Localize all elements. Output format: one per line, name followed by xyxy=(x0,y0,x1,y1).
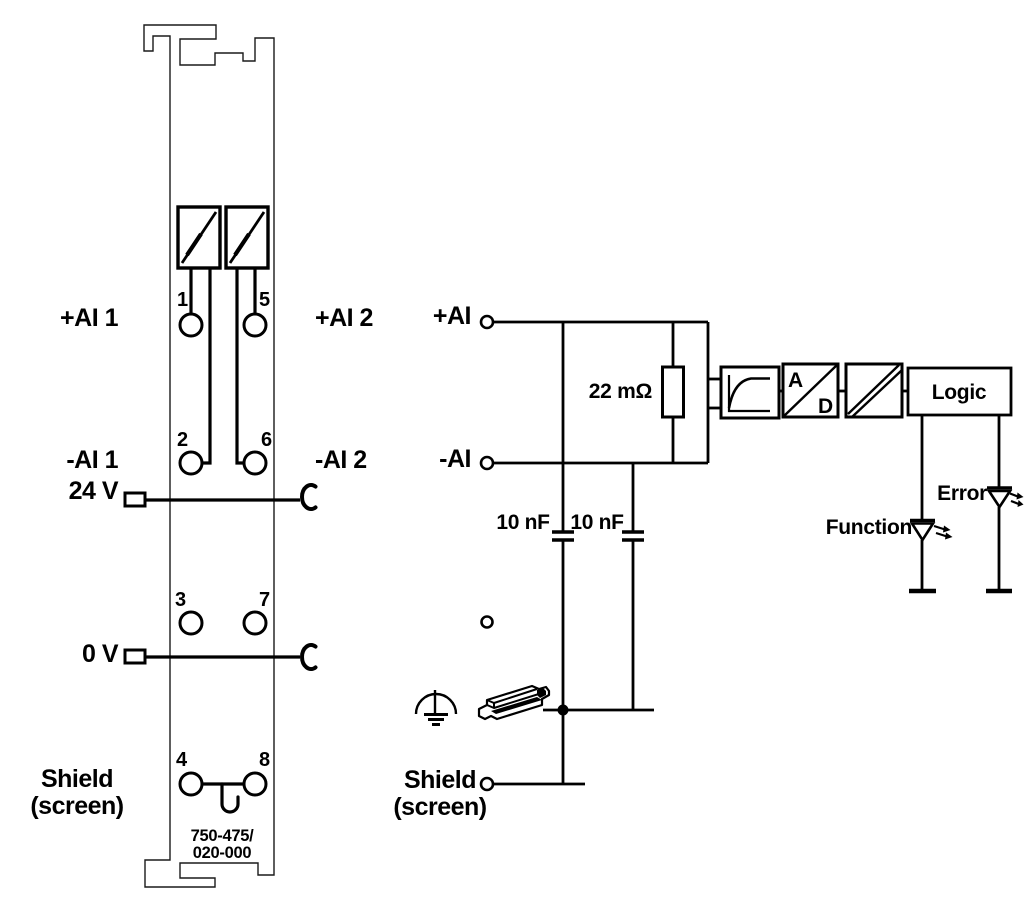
shield-bridge xyxy=(202,782,244,814)
label-cap1: 10 nF xyxy=(496,511,550,534)
label-shield-right-sub: (screen) xyxy=(393,793,486,821)
terminal-circles xyxy=(178,312,268,797)
isolation-symbol-2 xyxy=(224,205,270,270)
shield-clamp-hook-icon xyxy=(220,782,240,814)
capacitor-2 xyxy=(622,530,644,542)
label-shield-right: Shield xyxy=(404,766,476,794)
power-jumper-contact-0v xyxy=(300,643,318,671)
isolation-symbol-1 xyxy=(176,205,222,270)
label-ai2-minus: -AI 2 xyxy=(315,446,367,474)
capacitor-1 xyxy=(552,530,574,542)
plug-24v xyxy=(123,491,147,508)
power-jumper-contact-24v xyxy=(300,483,318,511)
label-shunt: 22 mΩ xyxy=(589,380,652,403)
shield-terminal xyxy=(479,776,495,792)
ground-icon xyxy=(414,690,458,726)
label-ai-minus: -AI xyxy=(439,445,471,473)
terminal-circle-5 xyxy=(242,312,268,338)
module-internal-wires xyxy=(189,268,257,465)
internal-schematic: A D Logic xyxy=(393,302,1024,821)
filter-block xyxy=(719,365,781,420)
label-shield-left-sub: (screen) xyxy=(30,792,123,820)
function-led-icon xyxy=(909,518,953,543)
wire-24v xyxy=(123,483,318,511)
unused-terminal xyxy=(480,615,494,629)
error-led-icon xyxy=(986,486,1024,510)
terminal-number-2: 2 xyxy=(177,429,188,451)
plug-0v xyxy=(123,648,147,665)
label-ai1-minus: -AI 1 xyxy=(66,446,118,474)
label-ai1-plus: +AI 1 xyxy=(60,304,119,332)
terminal-number-8: 8 xyxy=(259,749,270,771)
label-0v: 0 V xyxy=(82,640,119,668)
terminal-circle-1 xyxy=(178,312,204,338)
terminal-number-1: 1 xyxy=(177,289,188,311)
terminal-circle-8 xyxy=(242,771,268,797)
wire-0v xyxy=(123,643,318,671)
adc-label-a: A xyxy=(788,369,803,392)
terminal-number-4: 4 xyxy=(176,749,188,771)
terminal-circle-3 xyxy=(178,610,204,636)
ai-plus-terminal xyxy=(479,314,495,330)
label-shield-left: Shield xyxy=(41,765,113,793)
ai-minus-terminal xyxy=(479,455,495,471)
din-rail-icon xyxy=(477,684,551,721)
io-module: 1 5 2 6 3 7 4 8 +AI 1 +AI 2 -AI 1 -AI 2 … xyxy=(30,24,373,888)
label-error: Error xyxy=(937,482,987,505)
junction-dot xyxy=(557,704,569,716)
logic-label: Logic xyxy=(932,381,987,404)
shunt-resistor xyxy=(661,365,685,419)
terminal-circle-7 xyxy=(242,610,268,636)
terminal-number-3: 3 xyxy=(175,589,186,611)
label-part-number-2: 020-000 xyxy=(193,844,252,862)
terminal-circle-2 xyxy=(178,450,204,476)
terminal-number-6: 6 xyxy=(261,429,272,451)
isolation-block xyxy=(844,362,904,419)
label-part-number-1: 750-475/ xyxy=(191,827,254,845)
filter-curve-icon xyxy=(727,375,770,413)
label-ai2-plus: +AI 2 xyxy=(315,304,373,332)
label-function: Function xyxy=(826,516,912,539)
terminal-number-5: 5 xyxy=(259,289,270,311)
label-ai-plus: +AI xyxy=(433,302,471,330)
schematic-wires xyxy=(493,320,1001,786)
adc-block: A D xyxy=(781,362,840,419)
terminal-circle-6 xyxy=(242,450,268,476)
logic-block: Logic xyxy=(906,366,1013,417)
terminal-number-7: 7 xyxy=(259,589,270,611)
label-24v: 24 V xyxy=(69,477,119,505)
terminal-circle-4 xyxy=(178,771,204,797)
label-cap2: 10 nF xyxy=(570,511,624,534)
adc-label-d: D xyxy=(818,395,833,418)
module-outline xyxy=(143,24,275,888)
